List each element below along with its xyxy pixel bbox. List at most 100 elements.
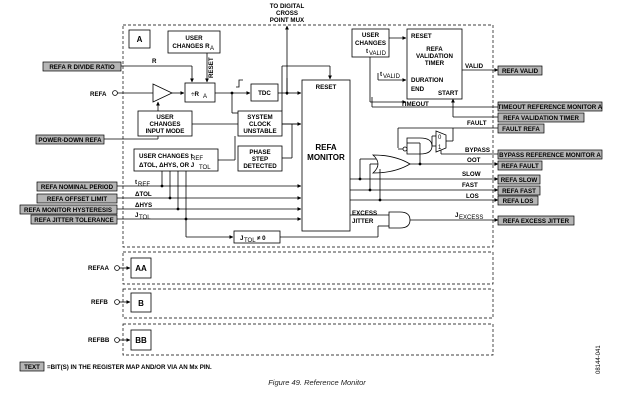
svg-text:SLOW: SLOW bbox=[462, 171, 481, 178]
svg-text:TEXT: TEXT bbox=[24, 364, 40, 371]
top-mux-label: TO DIGITAL CROSS POINT MUX bbox=[270, 3, 305, 24]
tag-refa-r-divide-ratio[interactable] bbox=[42, 61, 122, 72]
tag-power-down-refa[interactable] bbox=[35, 134, 105, 145]
divider-ra-box bbox=[184, 82, 216, 103]
refa-validation-timer-block bbox=[406, 28, 463, 100]
svg-text:t: t bbox=[380, 71, 382, 78]
svg-text:VALID: VALID bbox=[465, 63, 484, 70]
svg-text:REFA: REFA bbox=[90, 91, 107, 98]
refbb-panel bbox=[122, 323, 494, 356]
svg-text:J: J bbox=[455, 212, 459, 219]
svg-text:BYPASS REFERENCE MONITOR A: BYPASS REFERENCE MONITOR A bbox=[499, 152, 601, 159]
tag-refa-monitor-hysteresis[interactable] bbox=[19, 204, 118, 215]
refaa-panel bbox=[122, 251, 494, 285]
tag-timeout-reference-monitor-a[interactable] bbox=[497, 101, 603, 112]
refb-panel bbox=[122, 288, 494, 319]
svg-text:CHANGES R: CHANGES R bbox=[172, 43, 210, 50]
svg-text:MONITOR: MONITOR bbox=[307, 153, 345, 162]
svg-text:REFA: REFA bbox=[426, 46, 443, 53]
svg-text:0: 0 bbox=[438, 135, 442, 141]
svg-text:USER: USER bbox=[156, 114, 174, 121]
svg-text:CLOCK: CLOCK bbox=[249, 121, 272, 128]
svg-text:VALIDATION: VALIDATION bbox=[416, 53, 453, 60]
tag-bypass-reference-monitor-a[interactable] bbox=[497, 149, 603, 160]
svg-text:POWER-DOWN REFA: POWER-DOWN REFA bbox=[38, 137, 102, 144]
panel-bb-label bbox=[130, 329, 152, 351]
svg-text:TIMEOUT REFERENCE MONITOR A: TIMEOUT REFERENCE MONITOR A bbox=[498, 104, 603, 111]
svg-text:FAULT REFA: FAULT REFA bbox=[502, 126, 540, 133]
svg-text:LOS: LOS bbox=[466, 193, 479, 200]
svg-text:REFA OFFSET LIMIT: REFA OFFSET LIMIT bbox=[47, 196, 107, 203]
refa-panel bbox=[122, 24, 494, 248]
svg-text:USER CHANGES t: USER CHANGES t bbox=[139, 153, 193, 160]
svg-text:t: t bbox=[135, 179, 137, 186]
svg-text:REFA SLOW: REFA SLOW bbox=[501, 177, 538, 184]
tag-refa-nominal-period[interactable] bbox=[36, 181, 118, 192]
svg-text:REFBB: REFBB bbox=[88, 337, 110, 344]
svg-text:ΔTOL: ΔTOL bbox=[135, 191, 152, 198]
svg-text:REFA EXCESS JITTER: REFA EXCESS JITTER bbox=[503, 218, 570, 225]
svg-text:REF: REF bbox=[191, 156, 203, 162]
svg-text:FAULT: FAULT bbox=[467, 120, 487, 127]
tag-fault-refa[interactable] bbox=[497, 123, 545, 134]
panel-a-label bbox=[128, 29, 151, 49]
tag-refa-offset-limit[interactable] bbox=[36, 193, 118, 204]
pulse-icon bbox=[236, 79, 243, 88]
svg-text:TDC: TDC bbox=[258, 90, 271, 97]
tag-refa-jitter-tolerance[interactable] bbox=[30, 214, 118, 225]
system-clock-unstable-box bbox=[237, 110, 283, 137]
refa-pin[interactable] bbox=[112, 90, 118, 96]
user-changes-ra-box bbox=[167, 30, 221, 54]
legend-tag bbox=[19, 361, 45, 372]
svg-text:EXCESS: EXCESS bbox=[459, 215, 483, 221]
svg-text:REFB: REFB bbox=[91, 299, 108, 306]
refbb-pin[interactable] bbox=[114, 337, 120, 343]
svg-text:REFA LOS: REFA LOS bbox=[503, 198, 534, 205]
svg-text:B: B bbox=[138, 299, 144, 308]
figure-caption: Figure 49. Reference Monitor bbox=[268, 378, 366, 387]
svg-text:÷R: ÷R bbox=[191, 91, 199, 98]
svg-text:RESET: RESET bbox=[411, 33, 432, 40]
svg-text:J: J bbox=[135, 212, 139, 219]
user-changes-tvalid-box bbox=[351, 28, 390, 58]
svg-text:REFA FAULT: REFA FAULT bbox=[501, 163, 539, 170]
tag-refa-validation-timer[interactable] bbox=[497, 112, 585, 123]
user-changes-input-mode-box bbox=[137, 110, 193, 137]
and-gate-excess-jitter bbox=[388, 211, 411, 229]
svg-text:A: A bbox=[210, 46, 214, 52]
svg-text:≠ 0: ≠ 0 bbox=[257, 235, 266, 242]
refa-monitor-block bbox=[301, 79, 351, 232]
svg-text:TOL: TOL bbox=[244, 238, 256, 244]
svg-text:START: START bbox=[438, 90, 458, 97]
svg-text:TOL: TOL bbox=[139, 215, 151, 221]
svg-text:DETECTED: DETECTED bbox=[243, 163, 277, 170]
svg-text:R: R bbox=[152, 58, 157, 65]
svg-text:POINT MUX: POINT MUX bbox=[270, 17, 305, 24]
svg-text:REFA R DIVIDE RATIO: REFA R DIVIDE RATIO bbox=[49, 64, 115, 71]
svg-text:REFA JITTER TOLERANCE: REFA JITTER TOLERANCE bbox=[34, 217, 113, 224]
svg-text:CHANGES: CHANGES bbox=[355, 40, 386, 47]
svg-text:INPUT MODE: INPUT MODE bbox=[146, 128, 185, 135]
svg-text:UNSTABLE: UNSTABLE bbox=[243, 128, 276, 135]
svg-text:OOT: OOT bbox=[467, 157, 481, 164]
refaa-pin[interactable] bbox=[114, 265, 120, 271]
svg-text:=BIT(S) IN THE REGISTER MAP AN: =BIT(S) IN THE REGISTER MAP AND/OR VIA A… bbox=[47, 364, 212, 371]
svg-text:STEP: STEP bbox=[252, 156, 268, 163]
svg-text:SYSTEM: SYSTEM bbox=[247, 114, 272, 121]
svg-text:END: END bbox=[411, 86, 425, 93]
svg-text:1: 1 bbox=[438, 145, 442, 151]
svg-text:t: t bbox=[366, 48, 368, 55]
refb-pin[interactable] bbox=[114, 299, 120, 305]
svg-text:TIMER: TIMER bbox=[425, 60, 445, 67]
svg-text:JITTER: JITTER bbox=[352, 218, 374, 225]
svg-text:PHASE: PHASE bbox=[249, 149, 270, 156]
svg-text:BB: BB bbox=[135, 336, 147, 345]
svg-text:TIMEOUT: TIMEOUT bbox=[401, 101, 429, 108]
svg-text:EXCESS: EXCESS bbox=[352, 210, 377, 217]
tag-refa-valid[interactable] bbox=[497, 65, 543, 76]
svg-text:REF: REF bbox=[138, 182, 150, 188]
and-gate-fault bbox=[406, 137, 433, 155]
svg-text:BYPASS: BYPASS bbox=[465, 147, 490, 154]
svg-text:TO DIGITAL: TO DIGITAL bbox=[270, 3, 305, 10]
